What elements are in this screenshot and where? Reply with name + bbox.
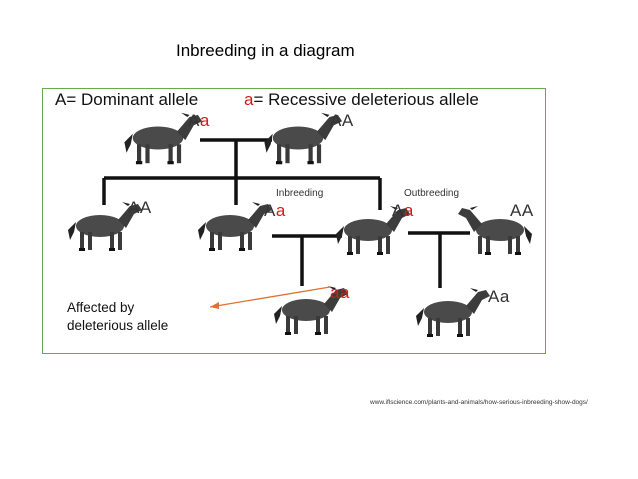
legend-dominant: A= Dominant allele	[55, 90, 198, 110]
source-url: www.iflscience.com/plants-and-animals/ho…	[370, 399, 588, 406]
genotype-parent-1: Aa	[188, 111, 210, 130]
genotype-offspring-1: AA	[128, 198, 152, 217]
genotype-offspring-2: Aa	[264, 201, 286, 220]
label-outbreeding: Outbreeding	[404, 188, 460, 199]
legend-dominant-text: = Dominant allele	[66, 90, 199, 109]
affected-annotation-line-1: Affected by	[67, 300, 135, 315]
genotype-inbred-offspring: aa	[330, 283, 350, 302]
genotype-offspring-3: Aa	[392, 201, 414, 220]
legend-recessive-text: = Recessive deleterious allele	[253, 90, 479, 109]
genotype-outside-mate: AA	[510, 201, 534, 220]
affected-annotation-line-2: deleterious allele	[67, 318, 169, 333]
horse-offspring-2	[198, 202, 272, 251]
affected-annotation: Affected by deleterious allele	[67, 299, 168, 335]
legend-dominant-key: A	[55, 90, 67, 109]
genotype-outbred-offspring: Aa	[488, 287, 510, 306]
diagram-title: Inbreeding in a diagram	[176, 41, 355, 60]
affected-arrow	[209, 286, 331, 309]
legend-recessive-key: a	[244, 90, 254, 109]
genotype-parent-2: AA	[330, 111, 354, 130]
legend-recessive: a= Recessive deleterious allele	[244, 90, 479, 110]
horse-outbred-offspring	[416, 288, 490, 337]
label-inbreeding: Inbreeding	[276, 188, 324, 199]
